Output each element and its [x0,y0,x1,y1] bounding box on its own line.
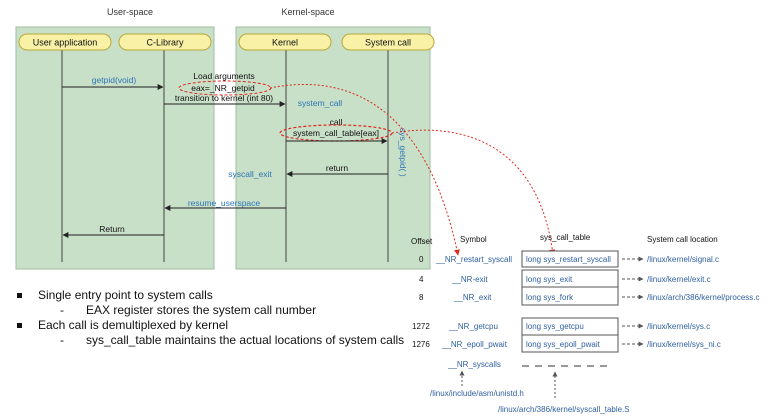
row-location: /linux/kernel/signal.c [647,255,719,264]
getpid-label: getpid(void) [92,75,137,85]
system-call-header [341,33,435,51]
system-call-entry-label: system_call [298,98,343,108]
row-location: /linux/arch/386/kernel/process.c [647,293,760,302]
user-space-lane [15,26,215,270]
kernel-space-lane [235,26,431,270]
table-row: 8 __NR_exit long sys_fork /linux/arch/38… [419,286,760,306]
row-entry: long sys_restart_syscall [526,255,611,264]
bullet-square-icon [17,293,22,298]
bullet-item: Single entry point to system calls [16,288,416,303]
nr-syscalls-label: __NR_syscalls [447,360,501,369]
row-offset: 1272 [412,322,430,331]
sub-bullet-item: - EAX register stores the system call num… [16,303,416,318]
row-location: /linux/kernel/sys.c [647,322,710,331]
row-symbol: __NR-exit [451,275,488,284]
dash-icon: - [60,333,64,347]
eax-label: eax=_NR_getpid [191,83,255,93]
row-entry-cell [521,250,619,268]
row-offset: 4 [419,275,424,284]
load-arguments-label: Load arguments [193,71,254,81]
bullet-list: Single entry point to system calls - EAX … [16,288,416,348]
row-offset: 8 [419,293,424,302]
bullet-item: Each call is demultiplexed by kernel [16,318,416,333]
bullet-square-icon [17,323,22,328]
row-entry: long sys_getcpu [526,322,584,331]
table-row: 0 __NR_restart_syscall long sys_restart_… [419,250,719,268]
row-symbol: __NR_restart_syscall [435,255,512,264]
syscall-table-path: /linux/arch/386/kernel/syscall_table.S [498,405,630,414]
c-library-header [118,33,212,51]
row-entry: long sys_fork [526,293,574,302]
row-location: /linux/kernel/exit.c [647,275,711,284]
row-offset: 1276 [412,340,430,349]
row-symbol: __NR_epoll_pwait [441,340,508,349]
offset-header: Offset [411,237,433,246]
table-row: 4 __NR-exit long sys_exit /linux/kernel/… [419,269,711,288]
row-entry-cell [521,286,619,306]
sub-bullet-text: EAX register stores the system call numb… [86,303,317,317]
return-label: return [326,163,348,173]
call-label: call [330,117,343,127]
row-symbol: __NR_exit [453,293,492,302]
resume-userspace-label: resume_userspace [188,198,261,208]
sys-call-table-header: sys_call_table [540,233,591,242]
eax-to-symbol-connector [269,84,460,256]
unistd-path: /linux/include/asm/unistd.h [430,389,524,398]
sys-getpid-label: sys_getpid( ) [398,128,408,177]
transition-label: transition to kernel (int 80) [175,93,273,103]
syscall-exit-label: syscall_exit [228,169,272,179]
kernel-label: Kernel [272,38,298,48]
kernel-header [238,33,332,51]
symbol-header: Symbol [460,235,487,244]
sub-bullet-text: sys_call_table maintains the actual loca… [86,333,405,347]
row-entry: long sys_exit [526,275,573,284]
location-header: System call location [647,235,718,244]
table-row: 1276 __NR_epoll_pwait long sys_epoll_pwa… [412,334,721,353]
bullet-text: Each call is demultiplexed by kernel [38,318,229,332]
row-offset: 0 [419,255,424,264]
system-call-label: System call [365,38,411,48]
bullet-text: Single entry point to system calls [38,288,213,302]
table-to-entry-connector [391,129,556,256]
row-entry: long sys_epoll_pwait [526,340,601,349]
dash-icon: - [60,303,64,317]
user-application-header [18,33,112,51]
table-call-label: system_call_table[eax] [293,128,379,138]
row-symbol: __NR_getcpu [448,322,498,331]
sub-bullet-item: - sys_call_table maintains the actual loc… [16,333,416,348]
kernel-space-header: Kernel-space [281,7,334,17]
user-application-label: User application [33,38,98,48]
final-return-label: Return [99,224,125,234]
c-library-label: C-Library [146,38,184,48]
row-entry-cell [521,334,619,353]
user-space-header: User-space [107,7,153,17]
row-location: /linux/kernel/sys_ni.c [647,340,721,349]
table-row: 1272 __NR_getcpu long sys_getcpu /linux/… [412,317,710,336]
